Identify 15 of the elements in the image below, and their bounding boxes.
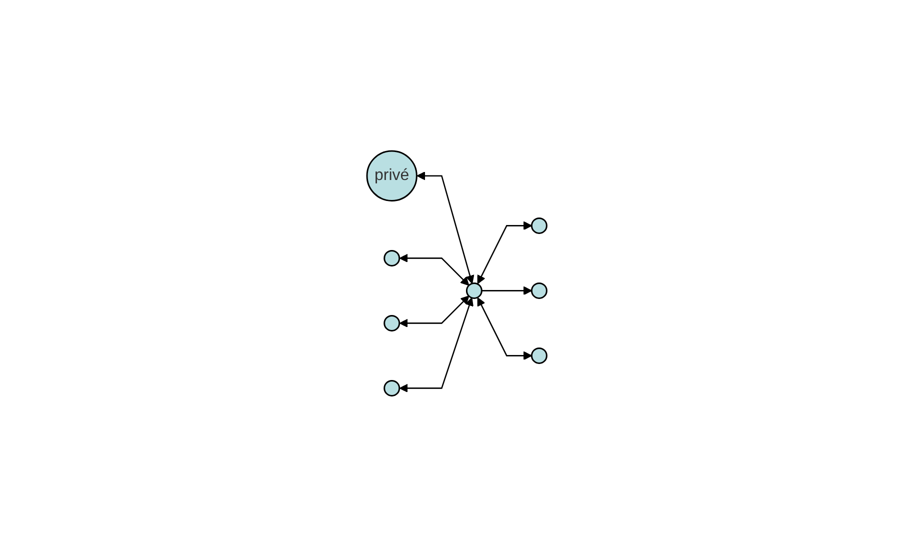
arrow <box>400 297 474 392</box>
node-circle: privé <box>366 150 418 202</box>
arrow <box>482 286 532 295</box>
node-circle <box>384 314 400 332</box>
arrow <box>400 253 470 286</box>
node-circle <box>466 282 483 299</box>
arrow <box>416 171 474 284</box>
node-circle <box>384 380 400 396</box>
node-circle <box>531 347 548 364</box>
arrow <box>400 295 470 328</box>
node-circle <box>531 282 548 299</box>
arrow <box>477 297 532 360</box>
node-circle <box>384 250 400 266</box>
node-circle <box>531 217 548 234</box>
arrow <box>477 220 532 284</box>
